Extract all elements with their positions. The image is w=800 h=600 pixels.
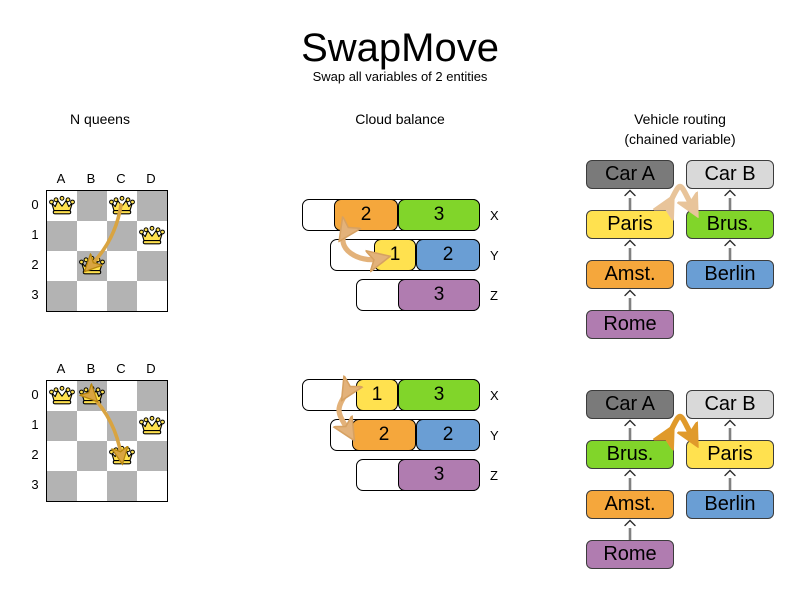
board-rank-label-3: 3: [31, 287, 39, 302]
board-cell-a3[interactable]: [47, 281, 77, 311]
vehicle-a-stop-before-1[interactable]: Amst.: [586, 260, 674, 289]
board-file-label-d: D: [146, 361, 156, 376]
board-rank-label-2: 2: [31, 257, 39, 272]
board-cell-b1[interactable]: [77, 411, 107, 441]
board-cell-a2[interactable]: [47, 441, 77, 471]
cloud-process-y-1[interactable]: 2: [416, 239, 480, 271]
board-cell-c3[interactable]: [107, 281, 137, 311]
board-cell-d0[interactable]: [137, 381, 167, 411]
cloud-computer-z-after[interactable]: 3: [356, 459, 480, 491]
cloud-computer-label-y: Y: [490, 428, 499, 443]
board-cell-a1[interactable]: [47, 411, 77, 441]
column-title-vehiclerouting-line2: (chained variable): [624, 131, 736, 147]
cloud-computer-label-x: X: [490, 208, 499, 223]
vehicle-a-before[interactable]: Car A: [586, 160, 674, 189]
board-cell-b3[interactable]: [77, 281, 107, 311]
board-cell-c1[interactable]: [107, 221, 137, 251]
board-cell-c3[interactable]: [107, 471, 137, 501]
board-cell-a0[interactable]: [47, 381, 77, 411]
board-file-label-d: D: [146, 171, 156, 186]
board-cell-b2[interactable]: [77, 441, 107, 471]
board-cell-a2[interactable]: [47, 251, 77, 281]
cloud-process-z-0[interactable]: 3: [398, 279, 480, 311]
board-cell-c0[interactable]: [107, 381, 137, 411]
vehicle-b-stop-before-1[interactable]: Berlin: [686, 260, 774, 289]
vehicle-b-stop-before-0[interactable]: Brus.: [686, 210, 774, 239]
chessboard-after: [46, 380, 168, 502]
vehicle-a-stop-after-0[interactable]: Brus.: [586, 440, 674, 469]
vehicle-a-stop-after-2[interactable]: Rome: [586, 540, 674, 569]
column-title-vehiclerouting-line1: Vehicle routing: [634, 111, 726, 127]
vehicle-b-before[interactable]: Car B: [686, 160, 774, 189]
board-cell-b2[interactable]: [77, 251, 107, 281]
board-cell-d1[interactable]: [137, 221, 167, 251]
vehicle-a-after[interactable]: Car A: [586, 390, 674, 419]
cloud-computer-label-x: X: [490, 388, 499, 403]
cloud-process-x-0[interactable]: 1: [356, 379, 398, 411]
cloud-computer-label-y: Y: [490, 248, 499, 263]
cloud-process-x-1[interactable]: 3: [398, 379, 480, 411]
board-cell-d2[interactable]: [137, 441, 167, 471]
board-cell-d0[interactable]: [137, 191, 167, 221]
board-cell-c2[interactable]: [107, 251, 137, 281]
board-cell-b3[interactable]: [77, 471, 107, 501]
board-cell-d3[interactable]: [137, 471, 167, 501]
page-title: SwapMove: [301, 26, 499, 70]
vehicle-b-stop-after-1[interactable]: Berlin: [686, 490, 774, 519]
board-cell-a1[interactable]: [47, 221, 77, 251]
cloud-process-y-0[interactable]: 2: [352, 419, 416, 451]
page-subtitle: Swap all variables of 2 entities: [312, 69, 488, 84]
board-cell-b1[interactable]: [77, 221, 107, 251]
cloud-computer-z-before[interactable]: 3: [356, 279, 480, 311]
chessboard-before: [46, 190, 168, 312]
board-cell-a0[interactable]: [47, 191, 77, 221]
board-cell-d3[interactable]: [137, 281, 167, 311]
board-file-label-b: B: [86, 361, 96, 376]
vehicle-a-stop-before-2[interactable]: Rome: [586, 310, 674, 339]
board-rank-label-2: 2: [31, 447, 39, 462]
cloud-process-z-0[interactable]: 3: [398, 459, 480, 491]
board-rank-label-1: 1: [31, 417, 39, 432]
board-rank-label-3: 3: [31, 477, 39, 492]
board-cell-d1[interactable]: [137, 411, 167, 441]
board-rank-label-0: 0: [31, 197, 39, 212]
cloud-process-x-0[interactable]: 2: [334, 199, 398, 231]
board-file-label-a: A: [56, 171, 66, 186]
cloud-process-y-1[interactable]: 2: [416, 419, 480, 451]
board-cell-c2[interactable]: [107, 441, 137, 471]
board-rank-label-1: 1: [31, 227, 39, 242]
column-title-nqueens: N queens: [70, 111, 130, 127]
vehicle-b-stop-after-0[interactable]: Paris: [686, 440, 774, 469]
board-cell-d2[interactable]: [137, 251, 167, 281]
cloud-computer-label-z: Z: [490, 288, 498, 303]
board-file-label-a: A: [56, 361, 66, 376]
board-cell-a3[interactable]: [47, 471, 77, 501]
vehicle-b-after[interactable]: Car B: [686, 390, 774, 419]
board-cell-b0[interactable]: [77, 381, 107, 411]
board-file-label-c: C: [116, 171, 126, 186]
board-file-label-c: C: [116, 361, 126, 376]
board-cell-b0[interactable]: [77, 191, 107, 221]
vehicle-a-stop-after-1[interactable]: Amst.: [586, 490, 674, 519]
board-file-label-b: B: [86, 171, 96, 186]
cloud-process-x-1[interactable]: 3: [398, 199, 480, 231]
cloud-process-y-0[interactable]: 1: [374, 239, 416, 271]
column-title-cloudbalance: Cloud balance: [355, 111, 445, 127]
cloud-computer-label-z: Z: [490, 468, 498, 483]
vehicle-a-stop-before-0[interactable]: Paris: [586, 210, 674, 239]
board-rank-label-0: 0: [31, 387, 39, 402]
board-cell-c0[interactable]: [107, 191, 137, 221]
board-cell-c1[interactable]: [107, 411, 137, 441]
